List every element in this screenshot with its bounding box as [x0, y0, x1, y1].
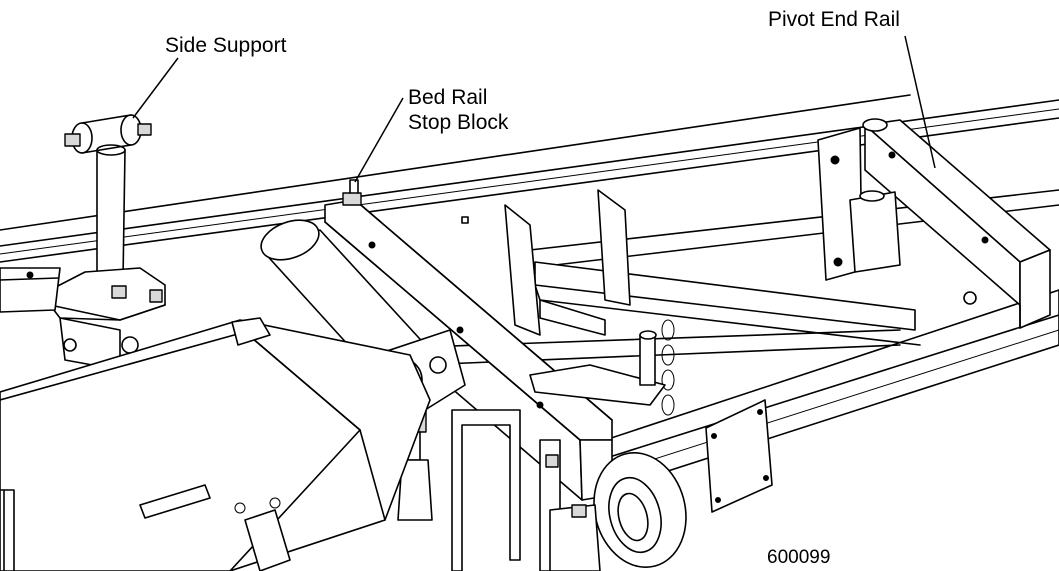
upright-plates — [461, 189, 631, 336]
leader-lines — [132, 35, 936, 183]
figure-number: 600099 — [767, 547, 831, 568]
side-support-label: Side Support — [165, 34, 287, 57]
side-support-leader — [132, 57, 179, 119]
bearing — [593, 451, 687, 569]
pivot-end-rail — [817, 118, 1051, 329]
chain-and-lever — [529, 319, 675, 416]
pivot-end-rail-leader — [904, 35, 936, 169]
pivot-end-rail-label: Pivot End Rail — [768, 8, 900, 31]
bed-rail-label-line2: Stop Block — [408, 111, 509, 134]
side-support-assembly — [0, 114, 166, 371]
housing — [0, 317, 431, 571]
bed-rail-stop-block-label: Bed Rail Stop Block — [408, 85, 508, 135]
cross-member — [199, 261, 921, 373]
bed-rail-label-line1: Bed Rail — [408, 86, 488, 109]
post — [451, 409, 601, 571]
mounting-plate — [705, 399, 773, 513]
bed-rail-leader — [354, 97, 404, 183]
